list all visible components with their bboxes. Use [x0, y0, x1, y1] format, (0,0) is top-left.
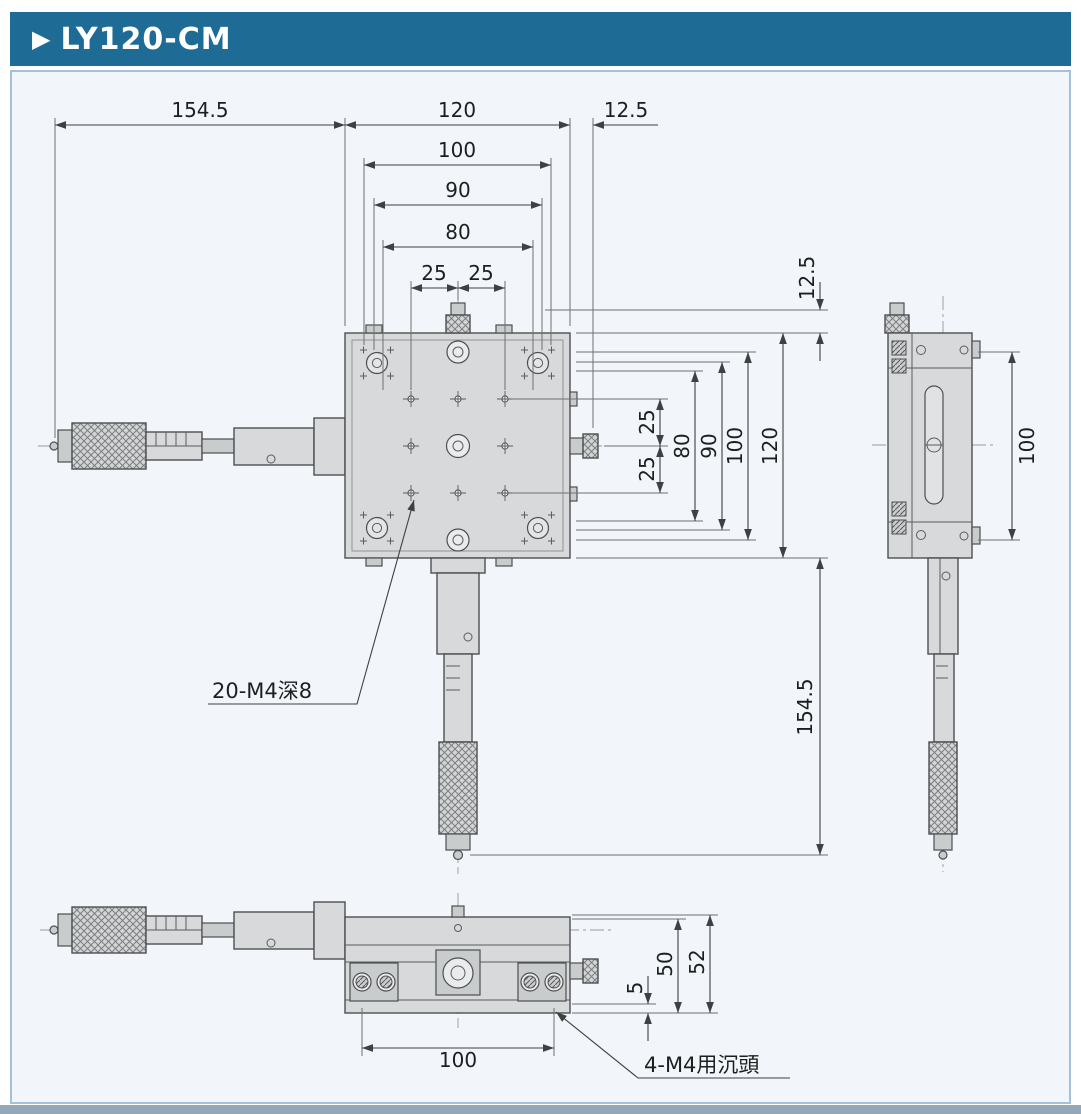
dim-label: 120 — [438, 98, 476, 122]
micrometer-cap — [445, 833, 471, 851]
callout-label: 20-M4深8 — [212, 679, 312, 703]
dim-top-90: 90 — [373, 178, 543, 350]
dim-bottom-5: 5 — [572, 976, 656, 1041]
dim-label: 25 — [468, 261, 493, 285]
dim-bottom-50: 50 — [572, 918, 718, 1014]
dim-label: 120 — [758, 427, 782, 465]
dim-label: 12.5 — [795, 256, 819, 301]
dim-label: 80 — [445, 220, 470, 244]
dim-right-100: 100 — [576, 351, 756, 541]
dim-right-12-5: 12.5 — [545, 256, 828, 361]
micrometer-barrel — [443, 653, 473, 743]
dim-label: 154.5 — [793, 678, 817, 735]
micrometer-thimble — [71, 422, 147, 470]
dim-label: 90 — [445, 178, 470, 202]
micrometer-spindle — [201, 438, 235, 454]
dim-side-100: 100 — [978, 351, 1039, 541]
side-top-knob — [884, 302, 910, 334]
dim-bottom-100: 100 — [361, 1008, 555, 1072]
callout-bottom-holes: 4-M4用沉頭 — [555, 1011, 790, 1079]
dim-bottom-52: 52 — [572, 914, 718, 1013]
micrometer-flange — [313, 417, 346, 476]
dim-top-120: 120 — [345, 98, 571, 326]
micrometer-y — [430, 557, 486, 861]
dimensions: 154.5 120 12.5 100 90 80 — [54, 98, 1039, 1072]
callout-top-holes: 20-M4深8 — [208, 499, 415, 705]
side-view — [872, 296, 995, 872]
right-knob-front — [569, 958, 599, 984]
micrometer-cap — [57, 429, 73, 463]
micrometer-tip — [452, 849, 464, 861]
dim-label: 100 — [723, 427, 747, 465]
micrometer-tip — [49, 441, 59, 451]
dim-right-80: 80 — [576, 370, 703, 522]
dim-top-80: 80 — [382, 220, 534, 390]
dim-label: 100 — [438, 138, 476, 162]
dim-label: 80 — [670, 433, 694, 458]
micrometer-x-front — [49, 901, 346, 960]
dim-label: 154.5 — [171, 98, 228, 122]
left-screw-block — [349, 962, 399, 1002]
micrometer-thimble — [438, 741, 478, 835]
dim-label: 100 — [1015, 427, 1039, 465]
dim-top-25-25: 25 25 — [410, 261, 506, 390]
top-knob — [445, 302, 471, 334]
top-view — [38, 292, 612, 874]
dim-label: 5 — [623, 982, 647, 995]
dim-label: 100 — [439, 1048, 477, 1072]
page-title: LY120-CM — [60, 21, 232, 57]
dim-label: 25 — [635, 456, 659, 481]
micrometer-bracket — [436, 572, 480, 655]
dim-label: 12.5 — [604, 98, 649, 122]
micrometer-bracket — [233, 427, 315, 466]
right-screw-block — [517, 962, 567, 1002]
bottom-view — [40, 893, 612, 1028]
dim-label: 90 — [697, 433, 721, 458]
title-bar: ▶ LY120-CM — [10, 12, 1071, 66]
dim-top-154-5: 154.5 — [54, 98, 346, 438]
dim-label: 25 — [421, 261, 446, 285]
dim-top-100: 100 — [363, 138, 552, 345]
side-micrometer — [927, 557, 959, 860]
micrometer-flange — [430, 557, 486, 574]
dim-label: 25 — [635, 409, 659, 434]
dim-right-90: 90 — [576, 361, 730, 531]
right-knob — [569, 433, 599, 459]
title-arrow-icon: ▶ — [32, 25, 51, 53]
dim-label: 52 — [685, 949, 709, 974]
dim-label: 50 — [653, 951, 677, 976]
callout-label: 4-M4用沉頭 — [644, 1053, 759, 1077]
drawing-panel: 154.5 120 12.5 100 90 80 — [10, 70, 1071, 1104]
dim-right-154-5: 154.5 — [470, 557, 828, 856]
dim-right-25-25: 25 25 — [512, 398, 668, 494]
callouts: 20-M4深8 4-M4用沉頭 — [208, 499, 790, 1079]
next-section-strip — [0, 1105, 1081, 1114]
micrometer-x — [49, 417, 346, 476]
dim-top-12-5: 12.5 — [592, 98, 658, 428]
